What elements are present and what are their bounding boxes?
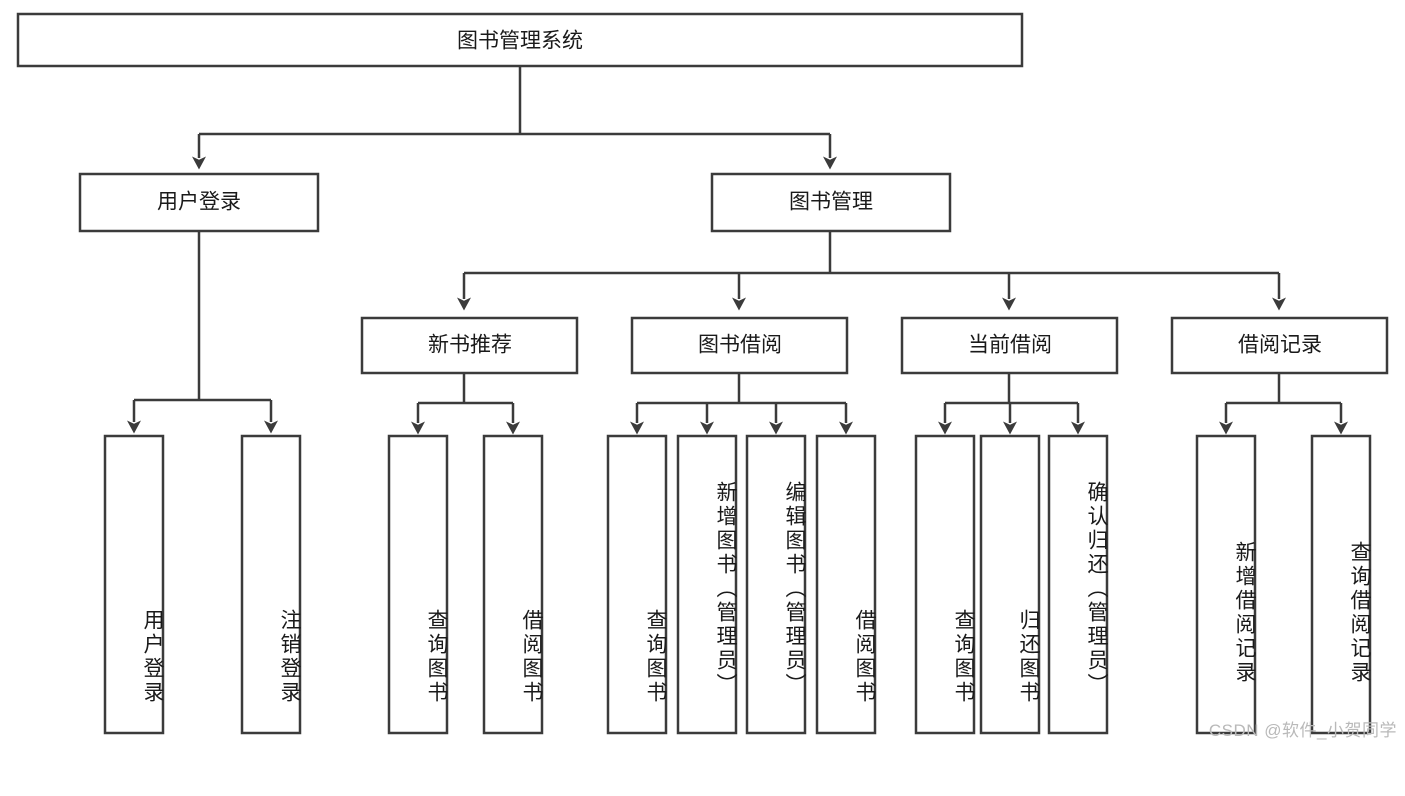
leaf-node[interactable] — [815, 434, 877, 735]
node-root[interactable]: 图书管理系统 — [16, 12, 1024, 68]
flowchart-canvas: 图书管理系统 用户登录 图书管理 新书推荐 图书借阅 当前借阅 借阅记录 — [16, 12, 1389, 735]
leaf-node[interactable] — [676, 434, 738, 735]
node-borrow-record[interactable]: 借阅记录 — [1170, 316, 1389, 375]
leaf-node[interactable] — [979, 434, 1041, 735]
node-book-borrow[interactable]: 图书借阅 — [630, 316, 849, 375]
node-book-manage-label: 图书管理 — [789, 191, 873, 214]
node-current-borrow[interactable]: 当前借阅 — [900, 316, 1119, 375]
node-borrow-record-label: 借阅记录 — [1238, 334, 1322, 357]
leaf-node[interactable] — [482, 434, 544, 735]
node-new-book-recommend[interactable]: 新书推荐 — [360, 316, 579, 375]
connector-book-manage-stem — [457, 231, 1286, 311]
leaf-node[interactable] — [606, 434, 668, 735]
watermark-text: CSDN @软件_小贺同学 — [1208, 721, 1397, 740]
leaf-node[interactable] — [1047, 434, 1109, 735]
leaf-node[interactable] — [745, 434, 807, 735]
node-root-label: 图书管理系统 — [457, 30, 583, 53]
connector-current-borrow-stem — [938, 373, 1085, 435]
flowchart-diagram: 图书管理系统 用户登录 图书管理 新书推荐 图书借阅 当前借阅 借阅记录 — [16, 12, 1397, 740]
connector-user-login-stem — [127, 231, 278, 434]
leaf-node[interactable] — [1310, 434, 1372, 735]
leaf-node[interactable] — [103, 434, 165, 735]
connector-new-book-recommend-stem — [411, 373, 520, 435]
leaf-node[interactable] — [1195, 434, 1257, 735]
node-current-borrow-label: 当前借阅 — [968, 334, 1052, 357]
connector-book-borrow-stem — [630, 373, 853, 435]
node-new-book-recommend-label: 新书推荐 — [428, 334, 512, 357]
node-user-login[interactable]: 用户登录 — [78, 172, 320, 233]
node-book-manage[interactable]: 图书管理 — [710, 172, 952, 233]
leaf-node[interactable] — [387, 434, 449, 735]
connector-borrow-record-stem — [1219, 373, 1348, 435]
leaf-node[interactable] — [914, 434, 976, 735]
leaf-node[interactable] — [240, 434, 302, 735]
node-user-login-label: 用户登录 — [157, 191, 241, 214]
node-book-borrow-label: 图书借阅 — [698, 334, 782, 357]
